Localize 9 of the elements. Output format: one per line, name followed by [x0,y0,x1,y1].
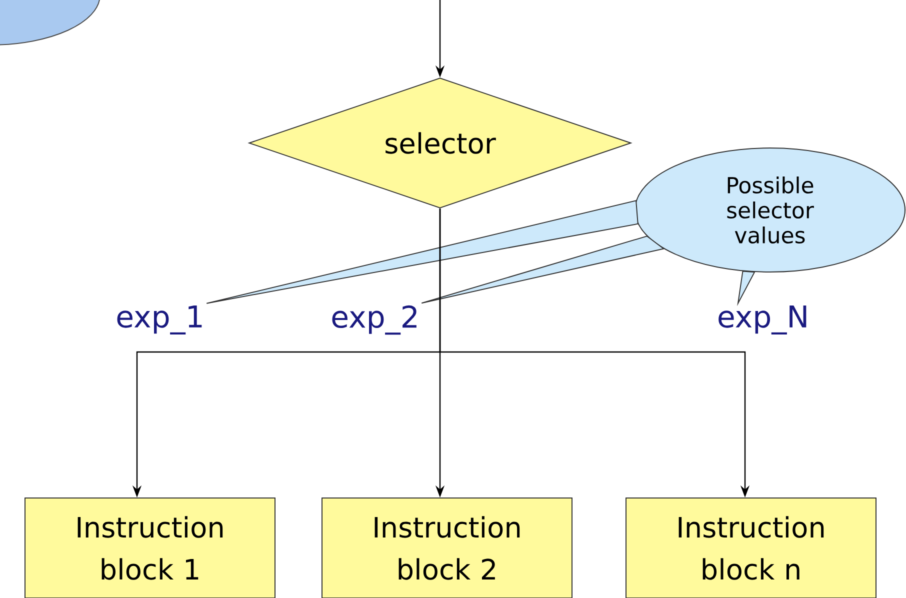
process-box: Instruction block 1 [24,498,276,598]
case-label: exp_2 [332,305,416,335]
process-box: Instruction block n [626,498,876,598]
case-label: exp_1 [117,306,202,334]
callout-bubble: Possible selector values [634,148,906,272]
process-box: Instruction block 2 [322,498,572,598]
speech-bubble [0,0,100,46]
case-label: exp_N [718,306,806,334]
callout-pointer [206,200,638,304]
